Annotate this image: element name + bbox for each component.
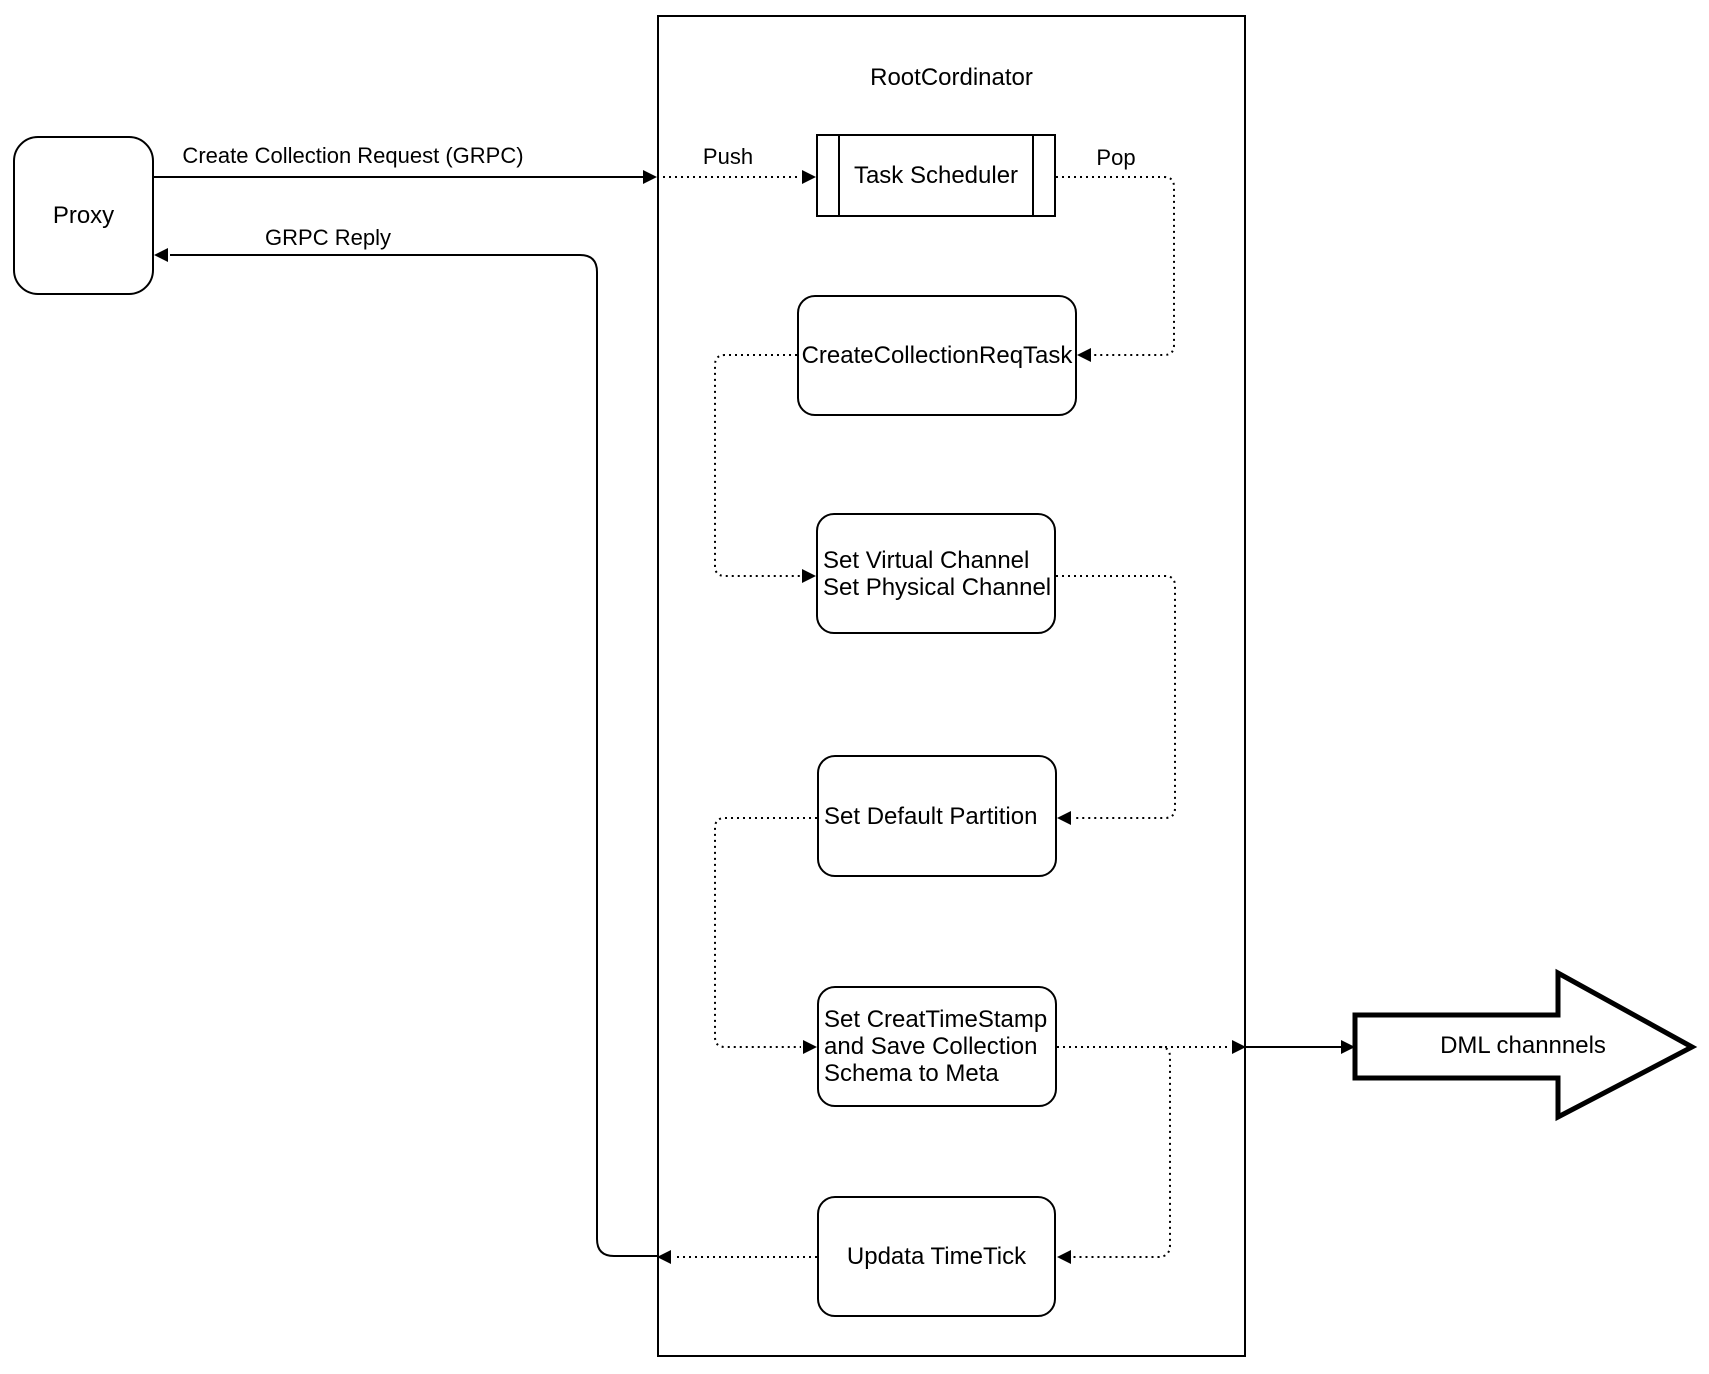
edge-label-pop: Pop bbox=[1094, 145, 1138, 171]
edge-label-push: Push bbox=[700, 144, 756, 170]
root-coordinator-title: RootCordinator bbox=[870, 64, 1033, 91]
arrowhead-reply-at-proxy bbox=[154, 248, 168, 262]
edge-partition-to-timestamp bbox=[714, 817, 817, 1048]
arrowhead-timetick bbox=[1057, 1250, 1071, 1264]
task-scheduler-left-bar bbox=[838, 136, 840, 215]
arrowhead-push bbox=[802, 170, 816, 184]
arrowhead-pop bbox=[1077, 348, 1091, 362]
edge-label-grpc-reply: GRPC Reply bbox=[263, 225, 393, 251]
set-timestamp-line-1: Set CreatTimeStamp bbox=[824, 1006, 1048, 1033]
create-collection-req-task-node: CreateCollectionReqTask bbox=[797, 295, 1077, 416]
arrowhead-at-right-edge bbox=[1232, 1040, 1246, 1054]
arrowhead-at-left-edge bbox=[657, 1250, 671, 1264]
edge-pop-line bbox=[1056, 176, 1175, 356]
dml-channels-arrow-shape bbox=[1352, 968, 1698, 1122]
edge-label-create-collection-request: Create Collection Request (GRPC) bbox=[180, 143, 526, 169]
set-timestamp-line-3: Schema to Meta bbox=[824, 1060, 999, 1087]
arrowhead-partition bbox=[1057, 811, 1071, 825]
arrowhead-dml bbox=[1341, 1040, 1355, 1054]
update-timetick-label: Updata TimeTick bbox=[846, 1243, 1027, 1270]
proxy-node: Proxy bbox=[13, 136, 154, 295]
create-collection-req-task-label: CreateCollectionReqTask bbox=[801, 342, 1073, 369]
set-default-partition-node: Set Default Partition bbox=[817, 755, 1057, 877]
proxy-label: Proxy bbox=[52, 202, 115, 229]
update-timetick-node: Updata TimeTick bbox=[817, 1196, 1056, 1317]
arrowhead-request-at-container bbox=[643, 170, 657, 184]
set-timestamp-node: Set CreatTimeStamp and Save Collection S… bbox=[817, 986, 1057, 1107]
task-scheduler-right-bar bbox=[1032, 136, 1034, 215]
edge-grpc-reply-line bbox=[170, 254, 657, 1257]
root-coordinator-container bbox=[657, 15, 1246, 1357]
set-channel-line-1: Set Virtual Channel bbox=[823, 546, 1030, 574]
set-default-partition-label: Set Default Partition bbox=[824, 802, 1038, 830]
set-channel-node: Set Virtual Channel Set Physical Channel bbox=[816, 513, 1056, 634]
set-timestamp-line-2: and Save Collection bbox=[824, 1033, 1038, 1060]
arrowhead-setchannel bbox=[802, 569, 816, 583]
dml-channels-label: DML channnels bbox=[1440, 1032, 1606, 1059]
task-scheduler-node: Task Scheduler bbox=[816, 134, 1056, 217]
set-channel-line-2: Set Physical Channel bbox=[823, 573, 1052, 601]
task-scheduler-label: Task Scheduler bbox=[853, 162, 1019, 189]
arrowhead-timestamp bbox=[803, 1040, 817, 1054]
edge-ccrt-to-setchannel bbox=[714, 354, 800, 577]
edge-timestamp-to-timetick bbox=[1073, 1046, 1171, 1258]
